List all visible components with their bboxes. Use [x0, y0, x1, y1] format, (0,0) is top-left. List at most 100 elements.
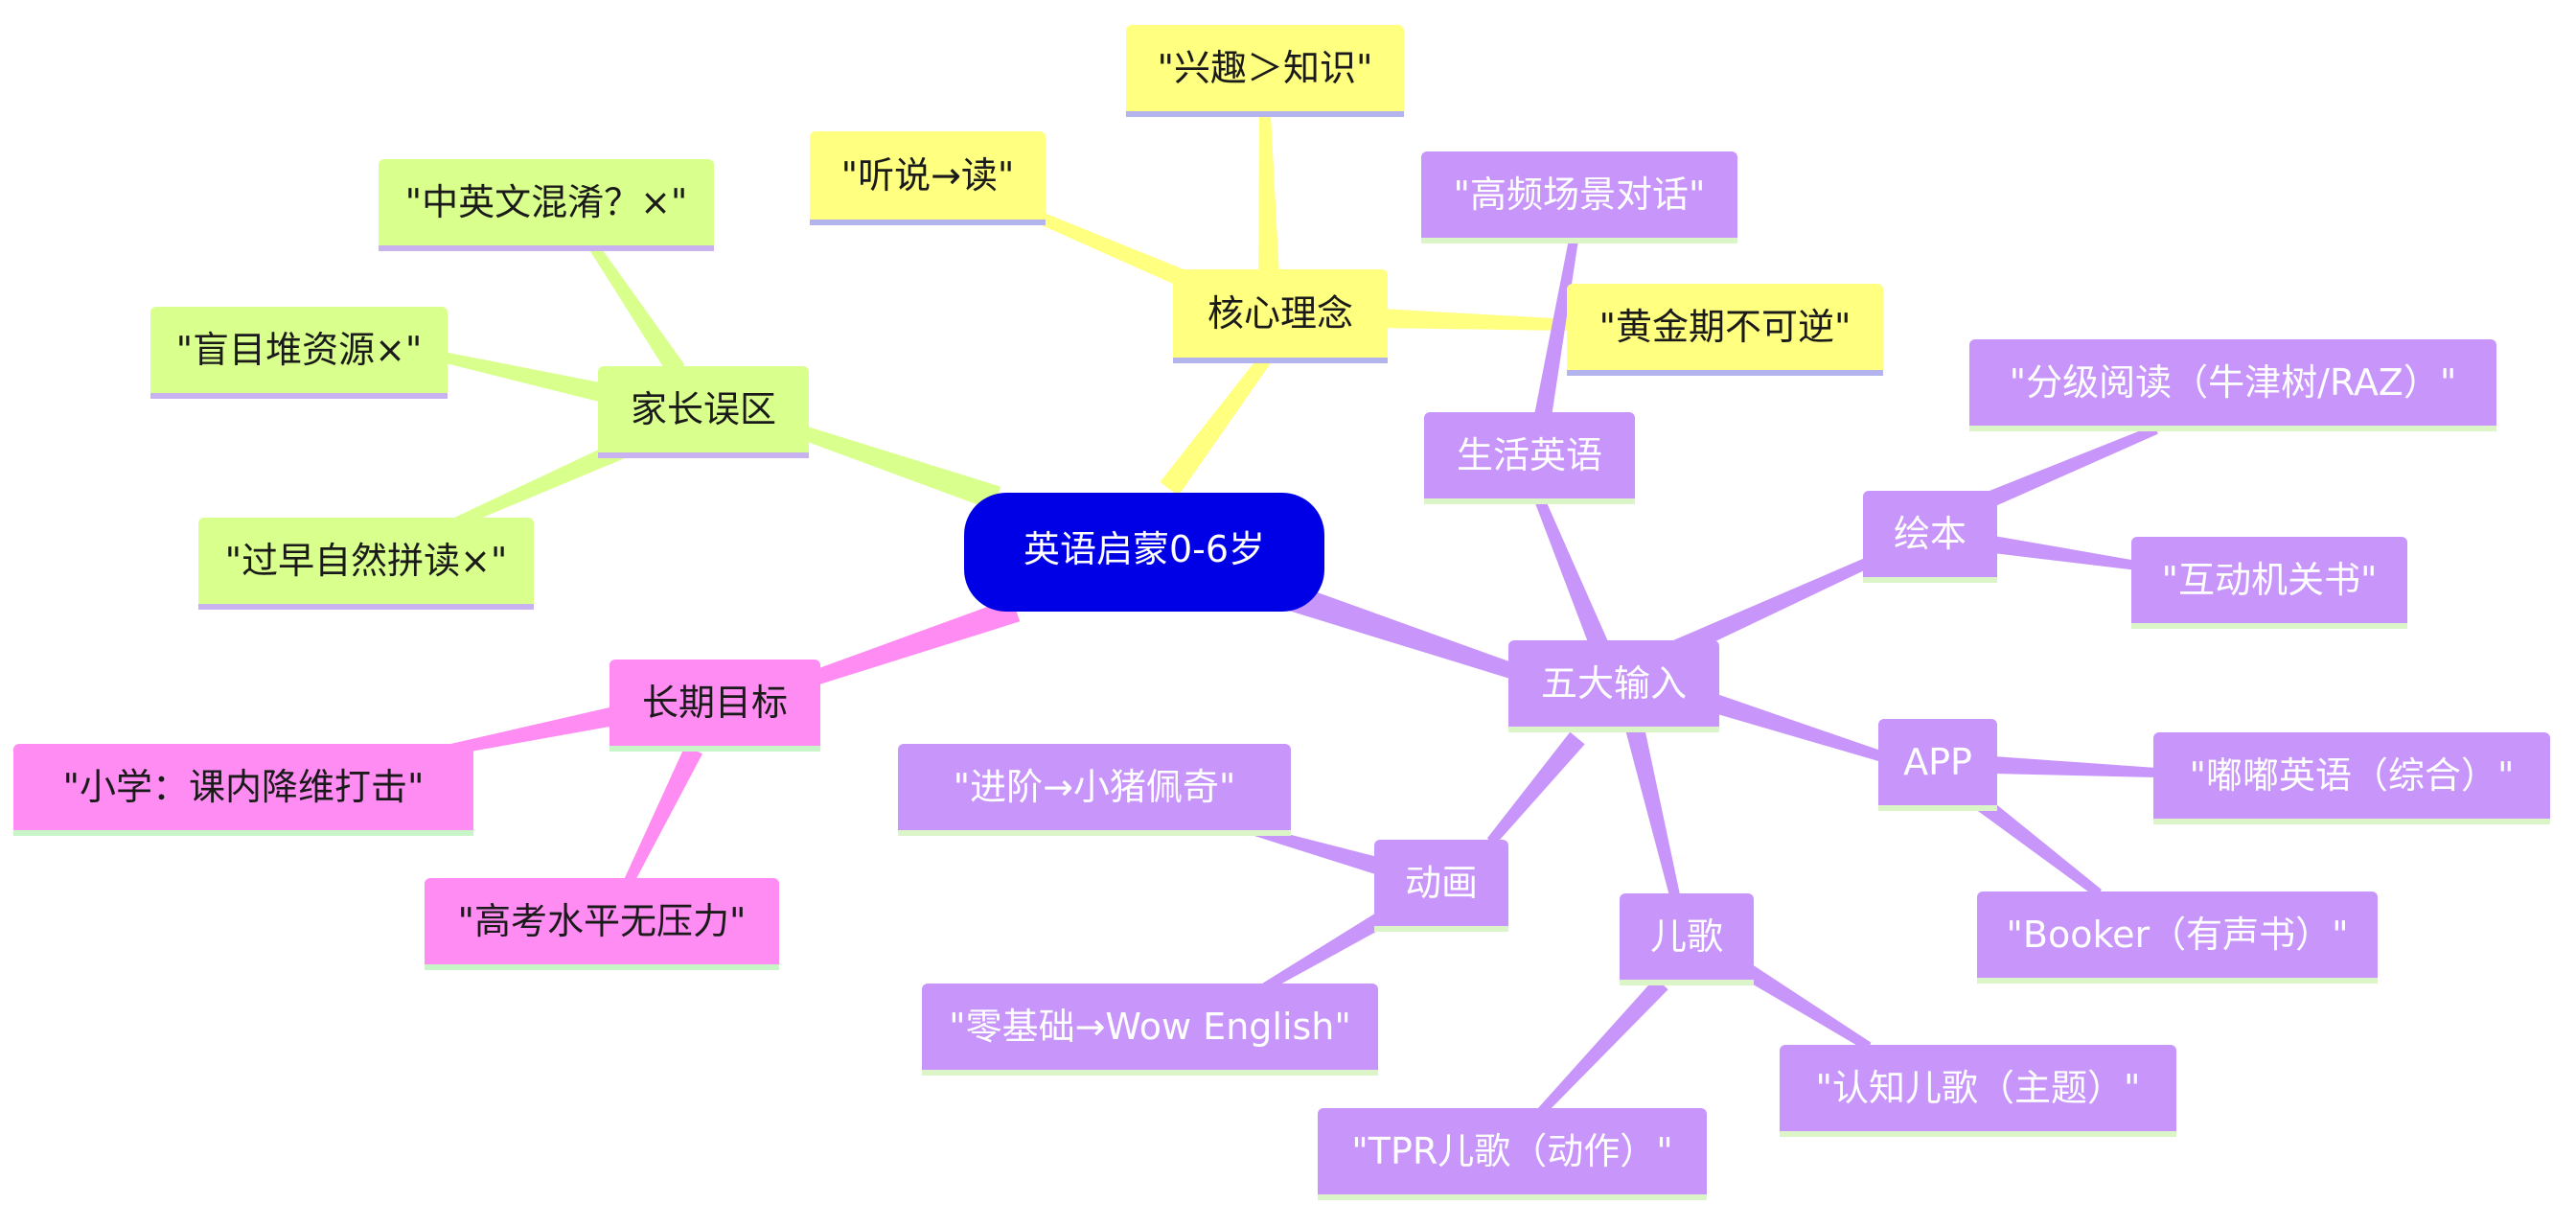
goals-node: 长期目标 — [610, 660, 820, 752]
edge-mistakes-pile — [439, 351, 607, 403]
app-child-booker: "Booker（有声书）" — [1977, 891, 2378, 984]
cartoon-child-peppa: "进阶→小猪佩奇" — [898, 744, 1291, 836]
mistakes-node: 家长误区 — [598, 366, 809, 458]
goals-child-exam-box — [425, 878, 779, 970]
edge-inputs-life — [1533, 496, 1610, 652]
cartoon-node: 动画 — [1374, 840, 1508, 932]
app-node-label: APP — [1903, 741, 1972, 783]
edge-app-booker — [1968, 790, 2102, 897]
life-node-underline — [1424, 498, 1635, 504]
inputs-node-box — [1508, 640, 1719, 732]
goals-child-exam: "高考水平无压力" — [425, 878, 779, 970]
life-child-dialog-underline — [1421, 238, 1737, 243]
edge-books-interactive — [1991, 536, 2138, 570]
mistakes-child-pile-underline — [150, 393, 448, 399]
songs-child-tpr-label: "TPR儿歌（动作）" — [1351, 1130, 1673, 1172]
mistakes-node-label: 家长误区 — [631, 388, 776, 430]
core-child-golden-box — [1567, 284, 1883, 376]
cartoon-node-label: 动画 — [1405, 862, 1478, 904]
cartoon-child-wow-underline — [922, 1070, 1378, 1076]
core-child-interest-label: "兴趣＞知识" — [1158, 47, 1373, 89]
core-child-golden-underline — [1567, 370, 1883, 376]
cartoon-child-wow-label: "零基础→Wow English" — [949, 1006, 1351, 1048]
edge-inputs-app — [1713, 694, 1886, 763]
goals-child-school-box — [13, 744, 473, 836]
books-child-graded-underline — [1969, 426, 2496, 431]
mistakes-node-box — [598, 366, 809, 458]
mistakes-child-phonics-label: "过早自然拼读×" — [225, 540, 508, 582]
goals-node-underline — [610, 746, 820, 752]
core-node-label: 核心理念 — [1208, 292, 1353, 335]
mistakes-child-phonics-box — [198, 518, 534, 610]
songs-child-tpr: "TPR儿歌（动作）" — [1318, 1108, 1707, 1200]
life-node-label: 生活英语 — [1457, 434, 1602, 476]
edge-goals-exam — [624, 745, 702, 885]
app-child-dudu-label: "嘟嘟英语（综合）" — [2190, 754, 2515, 797]
root-node: 英语启蒙0-6岁 — [964, 493, 1324, 612]
edge-life-dialog — [1534, 239, 1578, 418]
core-child-golden: "黄金期不可逆" — [1567, 284, 1883, 376]
edge-cartoon-wow — [1262, 907, 1394, 992]
core-child-interest-box — [1126, 25, 1404, 117]
cartoon-node-box — [1374, 840, 1508, 932]
songs-node-label: 儿歌 — [1650, 915, 1723, 958]
app-child-booker-box — [1977, 891, 2378, 984]
edge-root-goals — [793, 597, 1021, 692]
core-node-underline — [1173, 358, 1388, 363]
inputs-node: 五大输入 — [1508, 640, 1719, 732]
cartoon-child-wow-box — [922, 984, 1378, 1076]
app-child-dudu-underline — [2153, 819, 2550, 824]
core-child-listen-box — [810, 131, 1046, 225]
books-node-box — [1863, 491, 1997, 583]
life-node: 生活英语 — [1424, 412, 1635, 504]
core-child-listen: "听说→读" — [810, 131, 1046, 225]
cartoon-child-peppa-box — [898, 744, 1291, 836]
mistakes-child-confuse-underline — [379, 245, 714, 251]
core-child-interest-underline — [1126, 111, 1404, 117]
mistakes-child-confuse: "中英文混淆？×" — [379, 159, 714, 251]
books-node: 绘本 — [1863, 491, 1997, 583]
edge-core-golden — [1379, 309, 1597, 332]
inputs-node-label: 五大输入 — [1541, 662, 1687, 705]
mistakes-child-phonics-underline — [198, 604, 534, 610]
edge-core-listen — [994, 194, 1230, 307]
cartoon-child-wow: "零基础→Wow English" — [922, 984, 1378, 1076]
books-child-interactive: "互动机关书" — [2131, 537, 2407, 629]
mindmap-edges — [439, 114, 2158, 1116]
songs-child-cognitive-box — [1780, 1045, 2176, 1137]
edge-mistakes-confuse — [589, 243, 685, 376]
mistakes-child-confuse-box — [379, 159, 714, 251]
songs-child-cognitive-label: "认知儿歌（主题）" — [1816, 1067, 2141, 1109]
root-node-label: 英语启蒙0-6岁 — [1024, 528, 1265, 570]
edge-songs-tpr — [1537, 977, 1668, 1116]
goals-node-label: 长期目标 — [642, 682, 788, 724]
books-child-graded-label: "分级阅读（牛津树/RAZ）" — [2010, 361, 2457, 404]
life-node-box — [1424, 412, 1635, 504]
mistakes-child-pile-label: "盲目堆资源×" — [176, 329, 423, 371]
songs-node-box — [1620, 893, 1754, 985]
life-child-dialog-label: "高频场景对话" — [1454, 174, 1706, 216]
books-child-graded: "分级阅读（牛津树/RAZ）" — [1969, 339, 2496, 431]
app-node: APP — [1878, 719, 1997, 811]
goals-child-exam-underline — [425, 964, 779, 970]
core-child-listen-underline — [810, 220, 1046, 225]
edge-core-interest — [1258, 114, 1279, 277]
edge-root-core — [1160, 355, 1271, 497]
songs-child-cognitive-underline — [1780, 1131, 2176, 1137]
songs-node-underline — [1620, 980, 1754, 985]
goals-child-school: "小学：课内降维打击" — [13, 744, 473, 836]
goals-child-school-underline — [13, 830, 473, 836]
edge-goals-school — [439, 706, 621, 757]
life-child-dialog: "高频场景对话" — [1421, 151, 1737, 243]
cartoon-node-underline — [1374, 926, 1508, 932]
edge-inputs-cartoon — [1486, 731, 1585, 845]
cartoon-child-peppa-label: "进阶→小猪佩奇" — [954, 766, 1236, 808]
mistakes-child-confuse-label: "中英文混淆？×" — [405, 181, 688, 223]
core-node: 核心理念 — [1173, 269, 1388, 363]
goals-node-box — [610, 660, 820, 752]
edge-inputs-songs — [1625, 726, 1681, 899]
app-child-booker-label: "Booker（有声书）" — [2006, 914, 2348, 956]
songs-child-tpr-underline — [1318, 1194, 1707, 1200]
life-child-dialog-box — [1421, 151, 1737, 243]
books-child-interactive-label: "互动机关书" — [2162, 559, 2378, 601]
